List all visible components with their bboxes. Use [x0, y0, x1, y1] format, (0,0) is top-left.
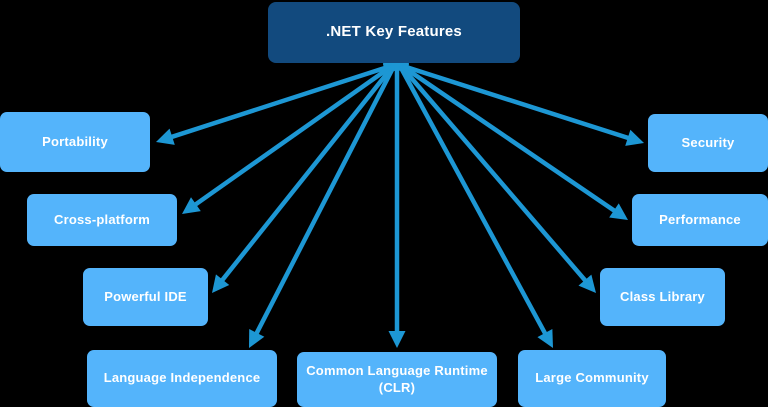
arrow-portability [156, 63, 392, 145]
feature-node-large-community-label: Large Community [535, 370, 649, 386]
feature-node-large-community[interactable]: Large Community [518, 350, 666, 407]
feature-node-performance[interactable]: Performance [632, 194, 768, 246]
arrow-head [578, 274, 596, 293]
feature-node-class-library-label: Class Library [620, 288, 705, 304]
feature-node-powerful-ide[interactable]: Powerful IDE [83, 268, 208, 326]
arrow-shaft [168, 63, 392, 140]
feature-node-common-language-runtime-clr-label: Common Language Runtime(CLR) [306, 363, 488, 395]
arrow-common-language-runtime-clr [388, 66, 406, 348]
feature-node-cross-platform[interactable]: Cross-platform [27, 194, 177, 246]
arrow-language-independence [249, 64, 397, 348]
feature-node-language-independence[interactable]: Language Independence [87, 350, 277, 407]
arrow-shaft [399, 64, 589, 284]
arrow-security [402, 63, 644, 146]
arrow-head [212, 274, 230, 293]
feature-node-security-label: Security [681, 134, 735, 150]
arrow-shaft [402, 63, 632, 141]
feature-node-performance-label: Performance [659, 211, 741, 227]
root-node-dotnet-key-features[interactable]: .NET Key Features [268, 2, 520, 63]
feature-node-common-language-runtime-clr[interactable]: Common Language Runtime(CLR) [297, 352, 497, 407]
feature-node-cross-platform-label: Cross-platform [54, 211, 150, 227]
arrow-head [388, 331, 406, 348]
arrow-shaft [398, 64, 549, 337]
arrow-head [182, 197, 201, 214]
arrow-head [249, 328, 265, 348]
feature-node-security[interactable]: Security [648, 114, 768, 172]
arrow-shaft [218, 64, 395, 284]
root-node-dotnet-key-features-label: .NET Key Features [326, 23, 462, 41]
arrow-cross-platform [182, 64, 394, 214]
arrow-head [537, 329, 553, 348]
arrow-head [625, 129, 644, 146]
arrow-shaft [400, 64, 618, 214]
arrow-powerful-ide [212, 64, 395, 293]
arrow-head [156, 128, 175, 145]
feature-node-portability[interactable]: Portability [0, 112, 150, 172]
feature-node-class-library[interactable]: Class Library [600, 268, 725, 326]
feature-node-language-independence-label: Language Independence [103, 370, 261, 386]
arrow-performance [400, 64, 628, 220]
arrow-class-library [399, 64, 596, 293]
arrow-head [609, 203, 628, 220]
arrow-shaft [192, 64, 394, 208]
feature-node-powerful-ide-label: Powerful IDE [104, 288, 187, 304]
arrow-shaft [253, 64, 397, 337]
arrow-large-community [398, 64, 553, 348]
feature-node-portability-label: Portability [42, 133, 108, 149]
